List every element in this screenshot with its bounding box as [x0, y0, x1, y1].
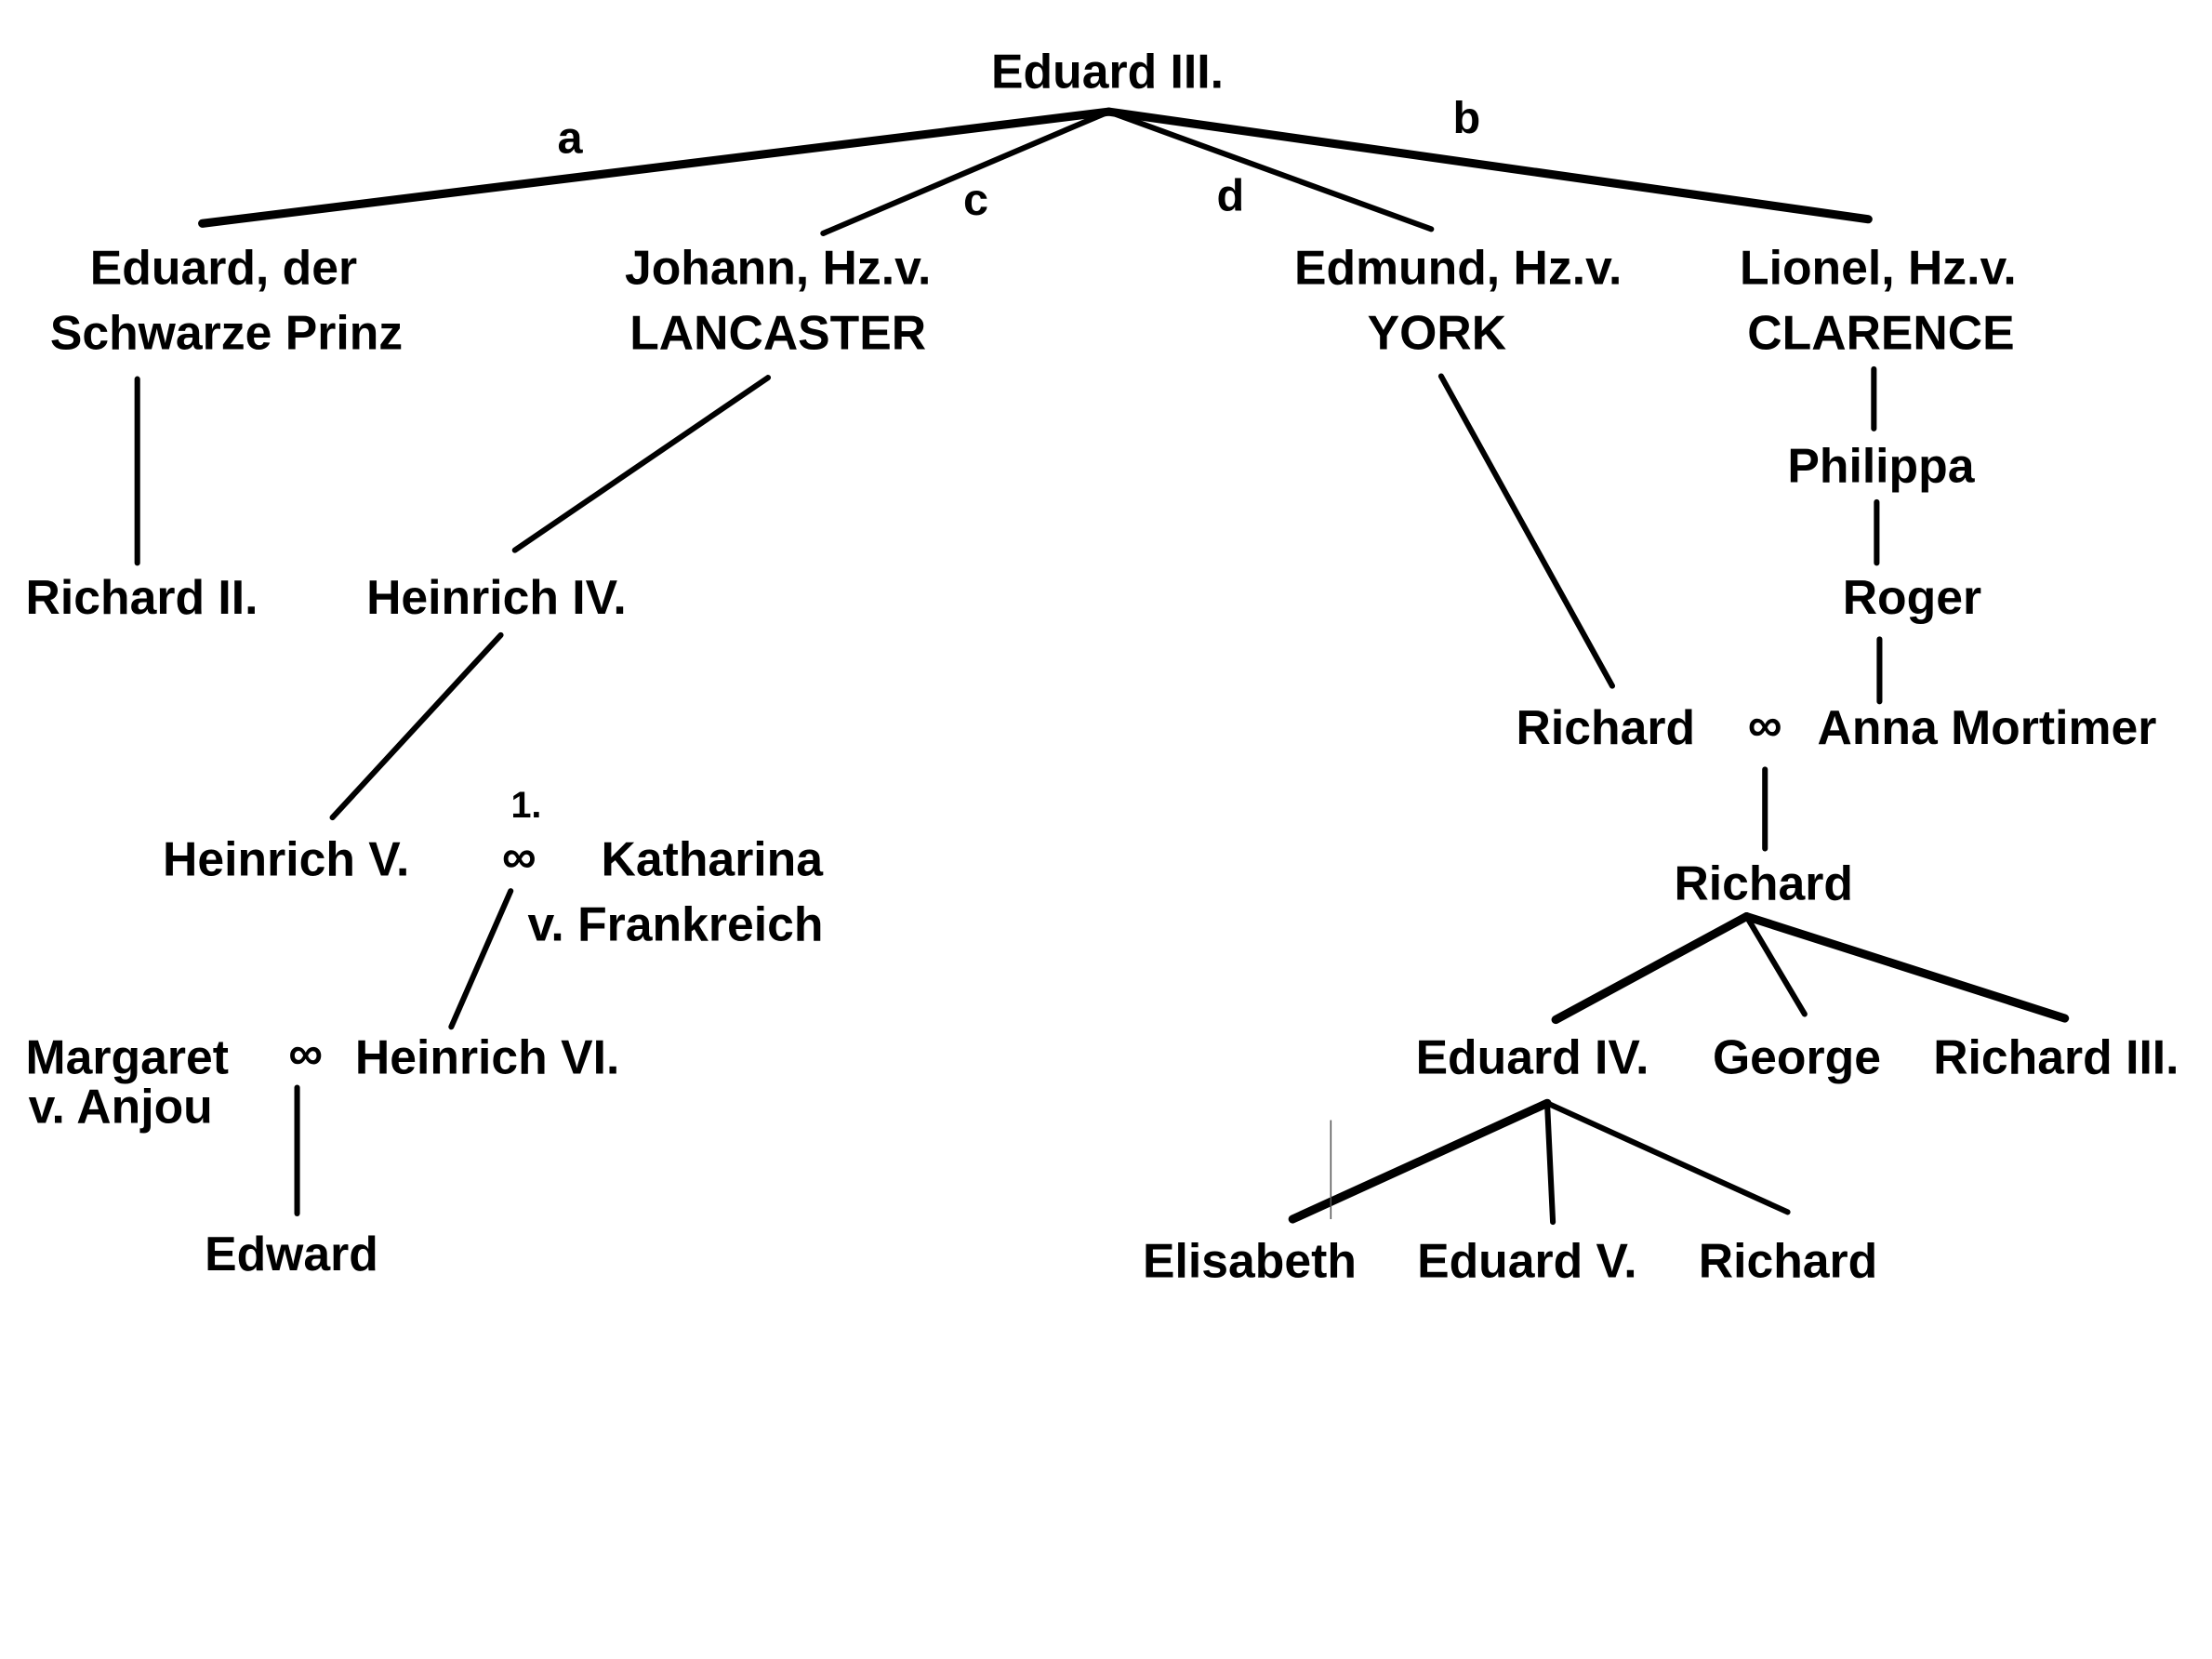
line-richard-to-george [1743, 913, 1808, 1017]
line-eduard-iii-to-edmund [1106, 109, 1435, 232]
person-george: George [1713, 1029, 1881, 1083]
line-eduard-iii-to-lionel [1104, 107, 1873, 224]
person-heinrich-vi: Heinrich VI. [355, 1029, 619, 1083]
branch-label-b: b [1452, 93, 1480, 143]
person-edmund-line1: Edmund, Hz.v. [1294, 241, 1622, 295]
person-richard-york: Richard [1517, 700, 1696, 754]
person-edward: Edward [205, 1227, 378, 1281]
person-philippa: Philippa [1787, 439, 1975, 493]
line-marriage-to-heinrich-vi [448, 888, 514, 1030]
line-eduard-iv-to-elisabeth [1288, 1098, 1552, 1224]
branch-label-a: a [558, 113, 584, 163]
person-katharina-line2: v. Frankreich [527, 896, 823, 950]
marriage-symbol-heinrich-vi: ∞ [288, 1026, 323, 1080]
person-johann-line2: LANCASTER [629, 306, 926, 360]
person-roger: Roger [1843, 570, 1981, 624]
line-edmund-to-richard [1437, 373, 1616, 689]
person-eduard-iii: Eduard III. [991, 44, 1224, 98]
person-eduard-v: Eduard V. [1417, 1233, 1637, 1287]
marriage-symbol-york: ∞ [1748, 697, 1782, 751]
branch-label-d: d [1216, 171, 1244, 221]
person-richard-young: Richard [1699, 1233, 1878, 1287]
marriage-order-label: 1. [510, 785, 541, 826]
marriage-symbol-heinrich-v: ∞ [502, 829, 536, 883]
connector-lines [134, 107, 2070, 1226]
person-eduard-iv: Eduard IV. [1416, 1029, 1649, 1083]
line-eduard-iii-to-schwarzer-prinz [198, 107, 1114, 228]
person-edmund-line2: YORK [1368, 306, 1506, 360]
person-schwarzer-prinz-line2: Schwarze Prinz [50, 306, 403, 360]
person-elisabeth: Elisabeth [1143, 1233, 1357, 1287]
person-richard-ii: Richard II. [26, 570, 258, 624]
person-margaret-line2: v. Anjou [29, 1080, 213, 1134]
person-katharina-line1: Katharina [602, 831, 825, 885]
person-heinrich-v: Heinrich V. [163, 831, 409, 885]
person-lionel-line2: CLARENCE [1747, 306, 2014, 360]
person-johann-line1: Johann, Hz.v. [625, 241, 931, 295]
person-richard-duke-of-york: Richard [1674, 856, 1853, 909]
line-eduard-iii-to-johann [820, 109, 1112, 236]
person-margaret-line1: Margaret [26, 1029, 229, 1083]
line-eduard-iv-to-eduard-v [1543, 1100, 1556, 1226]
person-heinrich-iv: Heinrich IV. [366, 570, 627, 624]
line-richard-to-eduard-iv [1551, 911, 1752, 1025]
line-heinrich-iv-to-heinrich-v [329, 631, 504, 821]
person-anna-mortimer: Anna Mortimer [1818, 700, 2157, 754]
person-richard-iii: Richard III. [1933, 1029, 2179, 1083]
person-lionel-line1: Lionel, Hz.v. [1740, 241, 2017, 295]
branch-label-c: c [963, 175, 988, 225]
person-schwarzer-prinz-line1: Eduard, der [90, 241, 357, 295]
line-richard-to-richard-iii [1742, 911, 2070, 1023]
line-eduard-iv-to-richard [1543, 1100, 1791, 1215]
line-johann-to-heinrich-iv [511, 375, 772, 553]
